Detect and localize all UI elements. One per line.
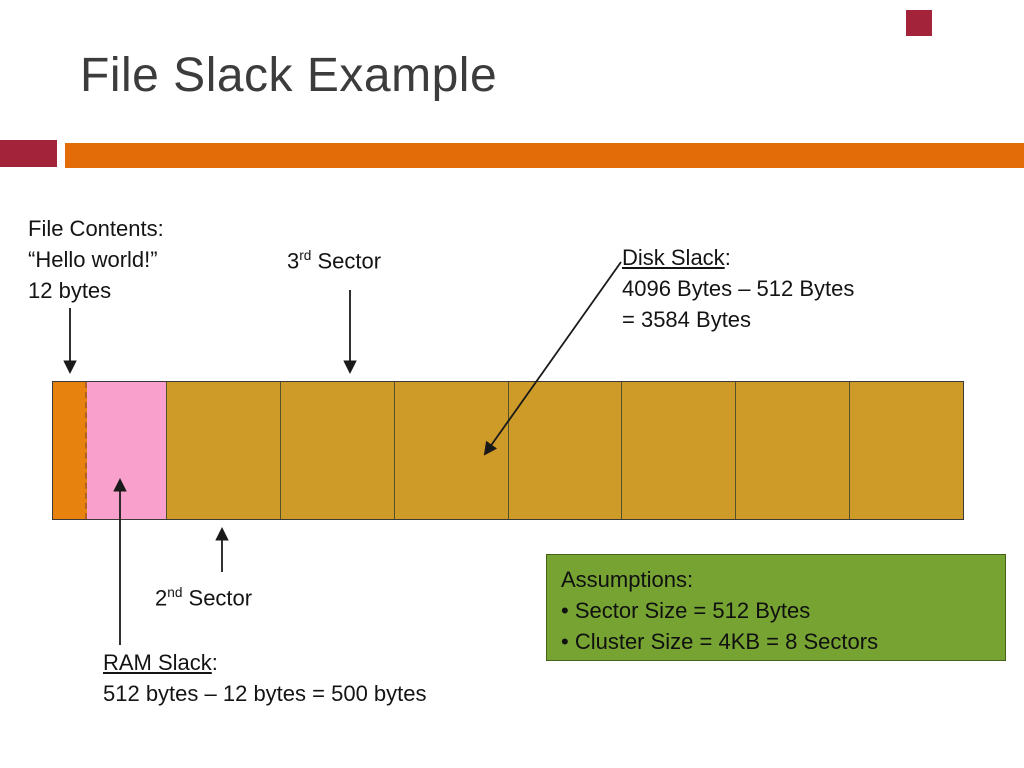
ram-slack-label: RAM Slack: 512 bytes – 12 bytes = 500 by… [103,647,427,709]
third-sector-label: 3rd Sector [287,240,381,276]
file-contents-line2: “Hello world!” [28,247,158,272]
accent-maroon-block [0,140,57,167]
disk-slack-line2: 4096 Bytes – 512 Bytes [622,276,855,301]
ram-slack-line1: RAM Slack: [103,647,427,678]
accent-orange-band [65,143,1024,168]
accent-corner-square [906,10,932,36]
ram-slack-name: RAM Slack [103,650,212,675]
disk-slack-line1: Disk Slack: [622,242,854,273]
assumptions-title: Assumptions: [561,567,694,592]
disk-slack-name: Disk Slack [622,245,725,270]
second-sector-label: 2nd Sector [155,577,252,613]
sector-cell-4 [393,382,508,519]
assumptions-item-2: • Cluster Size = 4KB = 8 Sectors [561,629,879,654]
cluster-bar [52,381,964,520]
assumptions-box: Assumptions: • Sector Size = 512 Bytes •… [546,554,1006,661]
file-contents-line1: File Contents: [28,216,164,241]
second-sector-rest: Sector [182,585,253,611]
sector-cell-7 [735,382,850,519]
sector-cell-8 [849,382,963,519]
assumptions-item-1: • Sector Size = 512 Bytes [561,598,811,623]
sector-cell-3 [279,382,394,519]
third-sector-base: 3 [287,248,300,274]
third-sector-rest: Sector [311,248,382,274]
ram-slack-colon: : [211,650,218,675]
second-sector-sup: nd [167,585,183,600]
disk-slack-colon: : [724,245,731,270]
sector-cell-6 [621,382,736,519]
disk-slack-line3: = 3584 Bytes [622,307,752,332]
second-sector-base: 2 [155,585,168,611]
sector-cell-1 [53,382,166,519]
file-contents-line3: 12 bytes [28,278,112,303]
sector-cell-2 [165,382,280,519]
third-sector-sup: rd [299,248,312,263]
file-data-region [53,382,87,519]
ram-slack-line2: 512 bytes – 12 bytes = 500 bytes [103,681,427,706]
disk-slack-label: Disk Slack: 4096 Bytes – 512 Bytes = 358… [622,242,854,335]
page-title: File Slack Example [80,49,498,102]
file-contents-label: File Contents: “Hello world!” 12 bytes [28,213,164,306]
sector-cell-5 [507,382,622,519]
